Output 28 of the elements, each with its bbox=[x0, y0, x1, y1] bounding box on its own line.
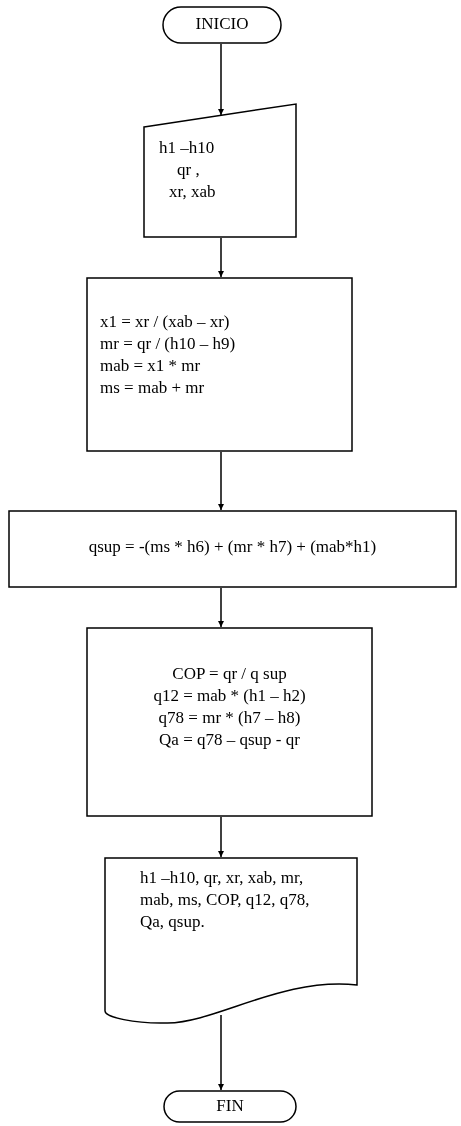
terminal-shape bbox=[163, 1090, 297, 1123]
formula-text: h1 –h10, qr, xr, xab, mr, mab, ms, COP, q12, q78, Qa, qsup. bbox=[140, 868, 310, 931]
arrow bbox=[218, 43, 224, 116]
formula-text: xr, xab bbox=[169, 182, 216, 201]
formula-text: q78 = mr * (h7 – h8) bbox=[158, 708, 301, 727]
formula-text: h1 –h10 bbox=[159, 138, 215, 157]
process-box bbox=[86, 627, 373, 817]
arrow bbox=[218, 451, 224, 511]
process-box bbox=[86, 277, 353, 452]
formula-text: q12 = mab * (h1 – h2) bbox=[153, 686, 306, 705]
formula-text: qr , bbox=[177, 160, 200, 179]
arrow bbox=[218, 816, 224, 858]
formula-text: qsup = -(ms * h6) + (mr * h7) + (mab*h1) bbox=[88, 537, 377, 556]
arrow bbox=[218, 1014, 224, 1091]
process-box bbox=[8, 510, 457, 588]
formula-text: x1 = xr / (xab – xr) bbox=[100, 312, 230, 331]
formula-text: mab = x1 * mr bbox=[100, 356, 201, 375]
formula-text: Qa = q78 – qsup - qr bbox=[159, 730, 300, 749]
formula-text: ms = mab + mr bbox=[100, 378, 205, 397]
formula-text: mr = qr / (h10 – h9) bbox=[100, 334, 236, 353]
document-shape bbox=[104, 857, 358, 1027]
manual-input-shape bbox=[143, 103, 297, 238]
arrow bbox=[218, 587, 224, 628]
terminal-label: INICIO bbox=[195, 14, 249, 33]
terminal-shape bbox=[162, 6, 282, 44]
terminal-label: FIN bbox=[216, 1096, 244, 1115]
formula-text: COP = qr / q sup bbox=[172, 664, 287, 683]
arrow bbox=[218, 237, 224, 278]
